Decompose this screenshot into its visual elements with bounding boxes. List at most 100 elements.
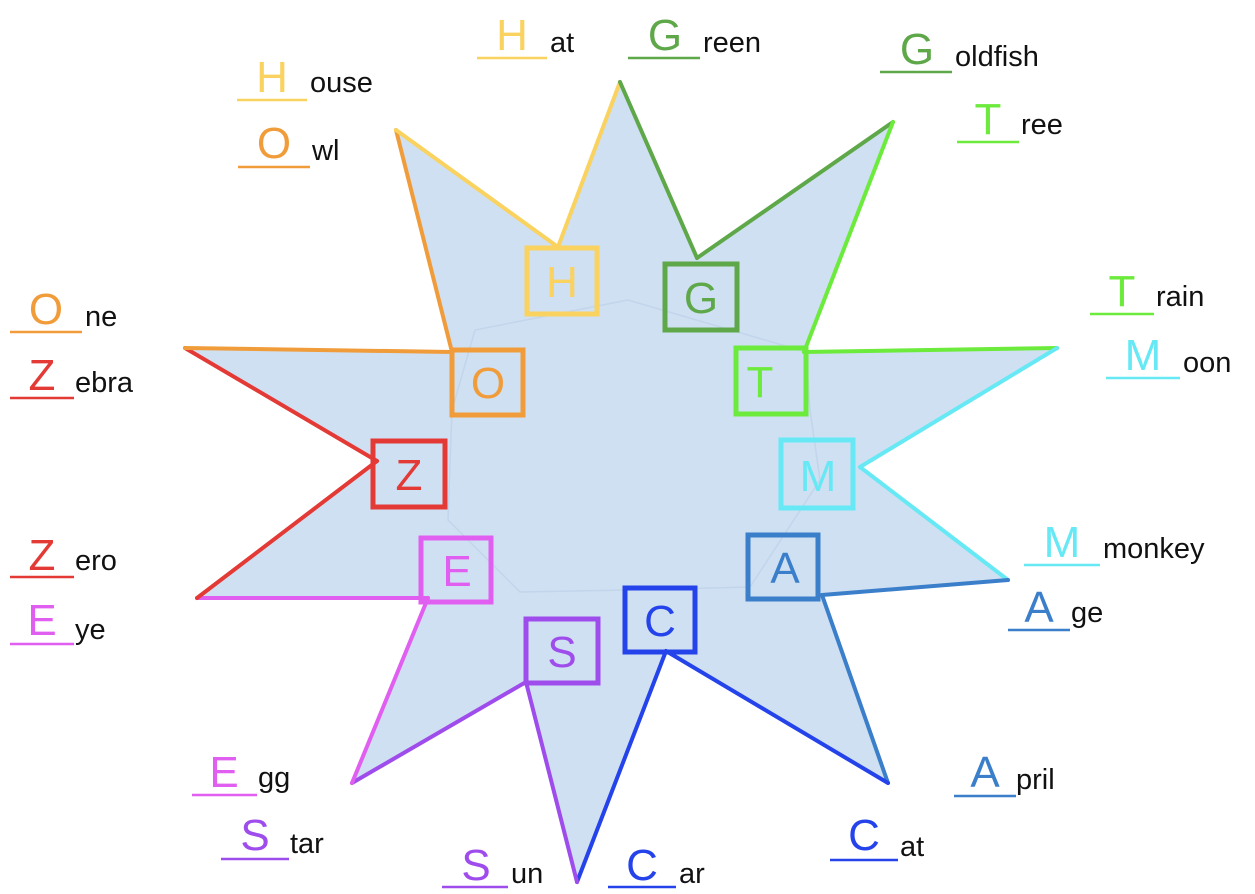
word-eye: E ye [10, 596, 106, 646]
word-monkey: M monkey [1024, 518, 1205, 567]
edge-star [350, 680, 528, 785]
box-letter-g: G [684, 274, 718, 323]
word-age-letter: A [1024, 583, 1054, 632]
box-letter-s: S [547, 628, 576, 677]
word-age-rest: ge [1071, 597, 1103, 629]
word-hat: H at [477, 11, 574, 60]
box-z: Z [370, 438, 448, 510]
word-monkey-rest: monkey [1103, 533, 1205, 565]
word-april-rest: pril [1016, 764, 1055, 796]
word-owl-rest: wl [311, 135, 339, 167]
word-age: A ge [1008, 583, 1103, 632]
edge-goldfish [695, 120, 895, 260]
word-star-letter: S [240, 811, 269, 860]
word-one-letter: O [29, 285, 63, 334]
word-egg-rest: gg [258, 762, 290, 794]
word-hat-rest: at [550, 27, 574, 59]
word-sun-letter: S [461, 841, 490, 890]
edge-car [575, 649, 668, 884]
edge-zero [195, 459, 379, 600]
box-letter-c: C [644, 597, 676, 646]
star-shape [183, 80, 1059, 884]
word-train-letter: T [1109, 267, 1136, 316]
word-cat-rest: at [900, 831, 924, 863]
word-labels: H at G reen G oldfish T ree T [10, 11, 1231, 890]
edge-house [394, 128, 560, 249]
word-house-rest: ouse [310, 67, 373, 99]
center-letter-boxes: H G T M A C S [370, 245, 856, 686]
box-e: E [418, 535, 494, 605]
word-owl-letter: O [257, 119, 291, 168]
word-green-rest: reen [703, 27, 761, 59]
word-train-rest: rain [1156, 281, 1204, 313]
box-letter-a: A [770, 544, 800, 593]
box-letter-t: T [747, 358, 774, 407]
word-train: T rain [1090, 267, 1204, 316]
edge-moon [858, 346, 1059, 469]
edge-cat [664, 649, 890, 785]
edge-zebra [183, 346, 379, 463]
word-eye-rest: ye [75, 614, 106, 646]
word-tree: T ree [957, 95, 1063, 144]
edge-egg [350, 596, 430, 785]
word-eye-letter: E [27, 596, 56, 645]
word-cat: C at [830, 811, 924, 863]
word-green: G reen [628, 11, 761, 60]
word-zebra: Z ebra [10, 351, 134, 400]
edge-one [183, 346, 454, 354]
edge-tree [802, 120, 895, 354]
edge-monkey [858, 465, 1010, 582]
word-zero-rest: ero [75, 545, 117, 577]
box-c: C [622, 585, 698, 655]
word-zebra-letter: Z [29, 351, 56, 400]
box-h: H [524, 245, 600, 317]
word-april-letter: A [970, 748, 1000, 797]
word-goldfish-letter: G [900, 25, 934, 74]
box-o: O [449, 347, 526, 418]
word-egg-letter: E [209, 748, 238, 797]
star-edges [183, 80, 1059, 884]
word-hat-letter: H [496, 11, 528, 60]
word-car-letter: C [626, 841, 658, 890]
box-letter-e: E [442, 547, 471, 596]
edge-age [820, 578, 1010, 597]
word-moon: M oon [1106, 331, 1231, 380]
edge-april [820, 593, 890, 785]
word-car: C ar [608, 841, 705, 890]
edge-hat [556, 80, 622, 249]
edge-green [618, 80, 699, 260]
word-star-rest: tar [290, 828, 324, 860]
box-letter-z: Z [396, 451, 423, 500]
word-green-letter: G [648, 11, 682, 60]
word-monkey-letter: M [1044, 518, 1081, 567]
word-tree-letter: T [975, 95, 1002, 144]
word-moon-rest: oon [1183, 347, 1231, 379]
word-sun-rest: un [511, 858, 543, 890]
box-s: S [523, 616, 601, 686]
word-star: S tar [221, 811, 324, 861]
box-a: A [745, 532, 821, 602]
box-letter-m: M [800, 452, 837, 501]
word-house-letter: H [256, 53, 288, 102]
word-owl: O wl [238, 119, 339, 169]
word-car-rest: ar [679, 858, 705, 890]
word-egg: E gg [192, 748, 290, 797]
word-cat-letter: C [848, 811, 880, 860]
word-one-rest: ne [85, 301, 117, 333]
edge-train [802, 346, 1059, 354]
box-t: T [733, 345, 809, 417]
word-zero: Z ero [10, 531, 117, 580]
word-tree-rest: ree [1021, 109, 1063, 141]
word-goldfish-rest: oldfish [955, 41, 1039, 73]
word-zebra-rest: ebra [75, 367, 134, 399]
box-letter-o: O [471, 359, 505, 408]
box-m: M [778, 437, 856, 511]
word-april: A pril [954, 748, 1055, 798]
edge-sun [524, 680, 579, 884]
box-g: G [662, 261, 740, 333]
word-moon-letter: M [1125, 331, 1162, 380]
word-sun: S un [442, 841, 543, 890]
word-house: H ouse [237, 53, 373, 102]
word-goldfish: G oldfish [880, 25, 1039, 74]
